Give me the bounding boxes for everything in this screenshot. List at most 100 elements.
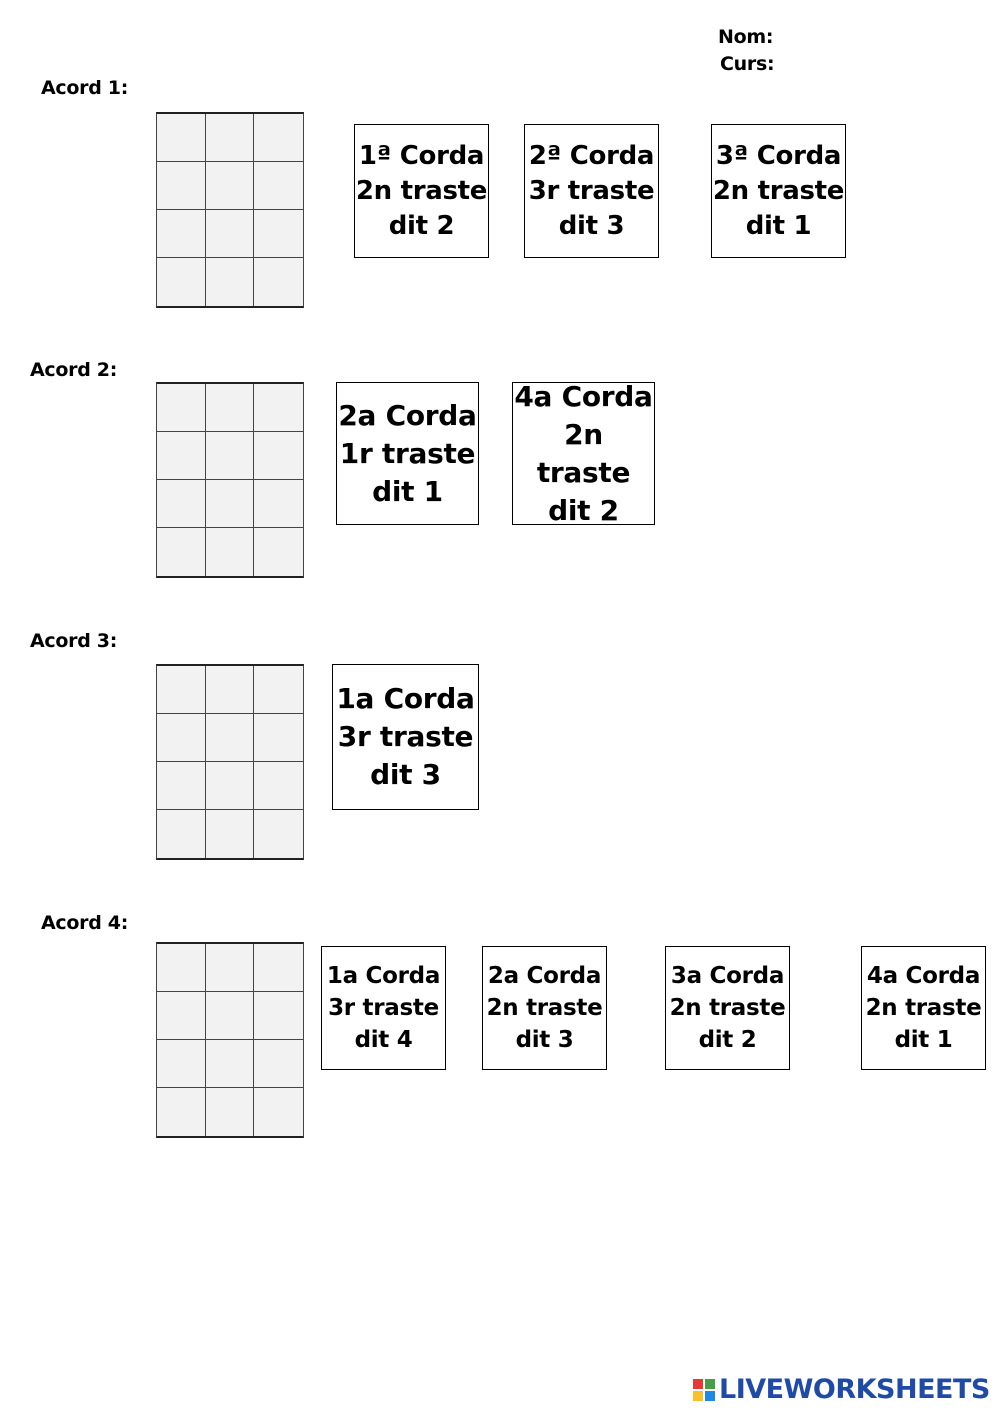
card-finger: dit 1: [894, 1027, 953, 1053]
card-finger: dit 2: [548, 493, 619, 527]
fret-cell[interactable]: [254, 944, 303, 992]
fret-cell[interactable]: [205, 114, 255, 162]
fret-cell[interactable]: [205, 666, 255, 714]
fret-cell[interactable]: [254, 1040, 303, 1088]
chord-4-fretboard-grid[interactable]: [156, 942, 304, 1138]
chord-2-fretboard-grid[interactable]: [156, 382, 304, 578]
fret-cell[interactable]: [205, 714, 255, 762]
fret-cell[interactable]: [157, 528, 206, 576]
card-finger: dit 1: [372, 474, 443, 508]
card-finger: dit 3: [370, 758, 441, 791]
fret-cell[interactable]: [205, 480, 255, 528]
card-fret: 3r traste: [337, 720, 474, 753]
card-string: 2a Corda: [487, 963, 602, 989]
chord-1-card-1[interactable]: 1ª Corda 2n traste dit 2: [354, 124, 489, 258]
fret-cell[interactable]: [205, 1040, 255, 1088]
fret-cell[interactable]: [157, 480, 206, 528]
fret-cell[interactable]: [205, 210, 255, 258]
card-string: 1ª Corda: [358, 140, 485, 171]
chord-4-card-2[interactable]: 2a Corda 2n traste dit 3: [482, 946, 607, 1070]
liveworksheets-logo: LIVEWORKSHEETS: [693, 1374, 990, 1405]
chord-2-card-1[interactable]: 2a Corda 1r traste dit 1: [336, 382, 479, 525]
course-label: Curs:: [720, 53, 775, 75]
fret-cell[interactable]: [157, 1040, 206, 1088]
fret-cell[interactable]: [254, 432, 303, 480]
chord-1-card-2[interactable]: 2ª Corda 3r traste dit 3: [524, 124, 659, 258]
card-fret: 2n traste: [669, 995, 786, 1021]
card-fret: 2n traste: [486, 995, 603, 1021]
chord-4-card-3[interactable]: 3a Corda 2n traste dit 2: [665, 946, 790, 1070]
fret-cell[interactable]: [254, 810, 303, 858]
card-fret: 1r traste: [339, 436, 476, 470]
fret-cell[interactable]: [157, 1088, 206, 1136]
fret-cell[interactable]: [254, 1088, 303, 1136]
fret-cell[interactable]: [254, 480, 303, 528]
card-string: 2a Corda: [338, 398, 477, 432]
card-string: 4a Corda: [514, 379, 653, 413]
card-finger: dit 2: [698, 1027, 757, 1053]
fret-cell[interactable]: [157, 666, 206, 714]
card-fret: 2n traste: [865, 995, 982, 1021]
fret-cell[interactable]: [157, 810, 206, 858]
fret-cell[interactable]: [206, 1088, 255, 1136]
card-fret: 3r traste: [528, 175, 655, 206]
fret-cell[interactable]: [157, 258, 206, 306]
card-string: 4a Corda: [866, 963, 981, 989]
fret-cell[interactable]: [254, 384, 303, 432]
fret-cell[interactable]: [157, 432, 206, 480]
card-fret: 2n traste: [712, 175, 845, 206]
fret-cell[interactable]: [205, 762, 255, 810]
fret-cell[interactable]: [254, 114, 303, 162]
card-string: 3ª Corda: [715, 140, 842, 171]
liveworksheets-brand-text: LIVEWORKSHEETS: [719, 1374, 990, 1405]
fret-cell[interactable]: [157, 944, 206, 992]
fret-cell[interactable]: [205, 162, 255, 210]
chord-3-fretboard-grid[interactable]: [156, 664, 304, 860]
fret-cell[interactable]: [157, 162, 206, 210]
fret-cell[interactable]: [205, 384, 255, 432]
fret-cell[interactable]: [205, 992, 255, 1040]
card-string: 3a Corda: [670, 963, 785, 989]
name-label: Nom:: [718, 26, 774, 48]
card-fret: 2n traste: [536, 417, 631, 489]
fret-cell[interactable]: [254, 258, 303, 306]
card-finger: dit 1: [745, 210, 812, 241]
fret-cell[interactable]: [157, 210, 206, 258]
card-string: 2ª Corda: [528, 140, 655, 171]
fret-cell[interactable]: [206, 528, 255, 576]
card-fret: 3r traste: [328, 995, 439, 1021]
card-string: 1a Corda: [336, 682, 475, 715]
fret-cell[interactable]: [254, 714, 303, 762]
fret-cell[interactable]: [157, 114, 206, 162]
chord-2-card-2[interactable]: 4a Corda 2n traste dit 2: [512, 380, 655, 527]
card-finger: dit 4: [354, 1027, 413, 1053]
fret-cell[interactable]: [254, 528, 303, 576]
chord-4-card-1[interactable]: 1a Corda 3r traste dit 4: [321, 946, 446, 1070]
fret-cell[interactable]: [206, 810, 255, 858]
card-finger: dit 3: [558, 210, 625, 241]
fret-cell[interactable]: [157, 762, 206, 810]
chord-3-card-1[interactable]: 1a Corda 3r traste dit 3: [332, 664, 479, 810]
liveworksheets-logo-icon: [693, 1378, 715, 1401]
fret-cell[interactable]: [157, 992, 206, 1040]
fret-cell[interactable]: [254, 162, 303, 210]
fret-cell[interactable]: [206, 258, 255, 306]
card-string: 1a Corda: [326, 963, 441, 989]
card-finger: dit 3: [515, 1027, 574, 1053]
chord-1-fretboard-grid[interactable]: [156, 112, 304, 308]
chord-4-label: Acord 4:: [41, 912, 129, 934]
card-fret: 2n traste: [355, 175, 488, 206]
chord-4-card-4[interactable]: 4a Corda 2n traste dit 1: [861, 946, 986, 1070]
fret-cell[interactable]: [205, 944, 255, 992]
chord-1-card-3[interactable]: 3ª Corda 2n traste dit 1: [711, 124, 846, 258]
chord-1-label: Acord 1:: [41, 77, 129, 99]
chord-2-label: Acord 2:: [30, 359, 118, 381]
fret-cell[interactable]: [157, 714, 206, 762]
fret-cell[interactable]: [205, 432, 255, 480]
fret-cell[interactable]: [157, 384, 206, 432]
fret-cell[interactable]: [254, 762, 303, 810]
fret-cell[interactable]: [254, 666, 303, 714]
fret-cell[interactable]: [254, 210, 303, 258]
chord-3-label: Acord 3:: [30, 630, 118, 652]
fret-cell[interactable]: [254, 992, 303, 1040]
